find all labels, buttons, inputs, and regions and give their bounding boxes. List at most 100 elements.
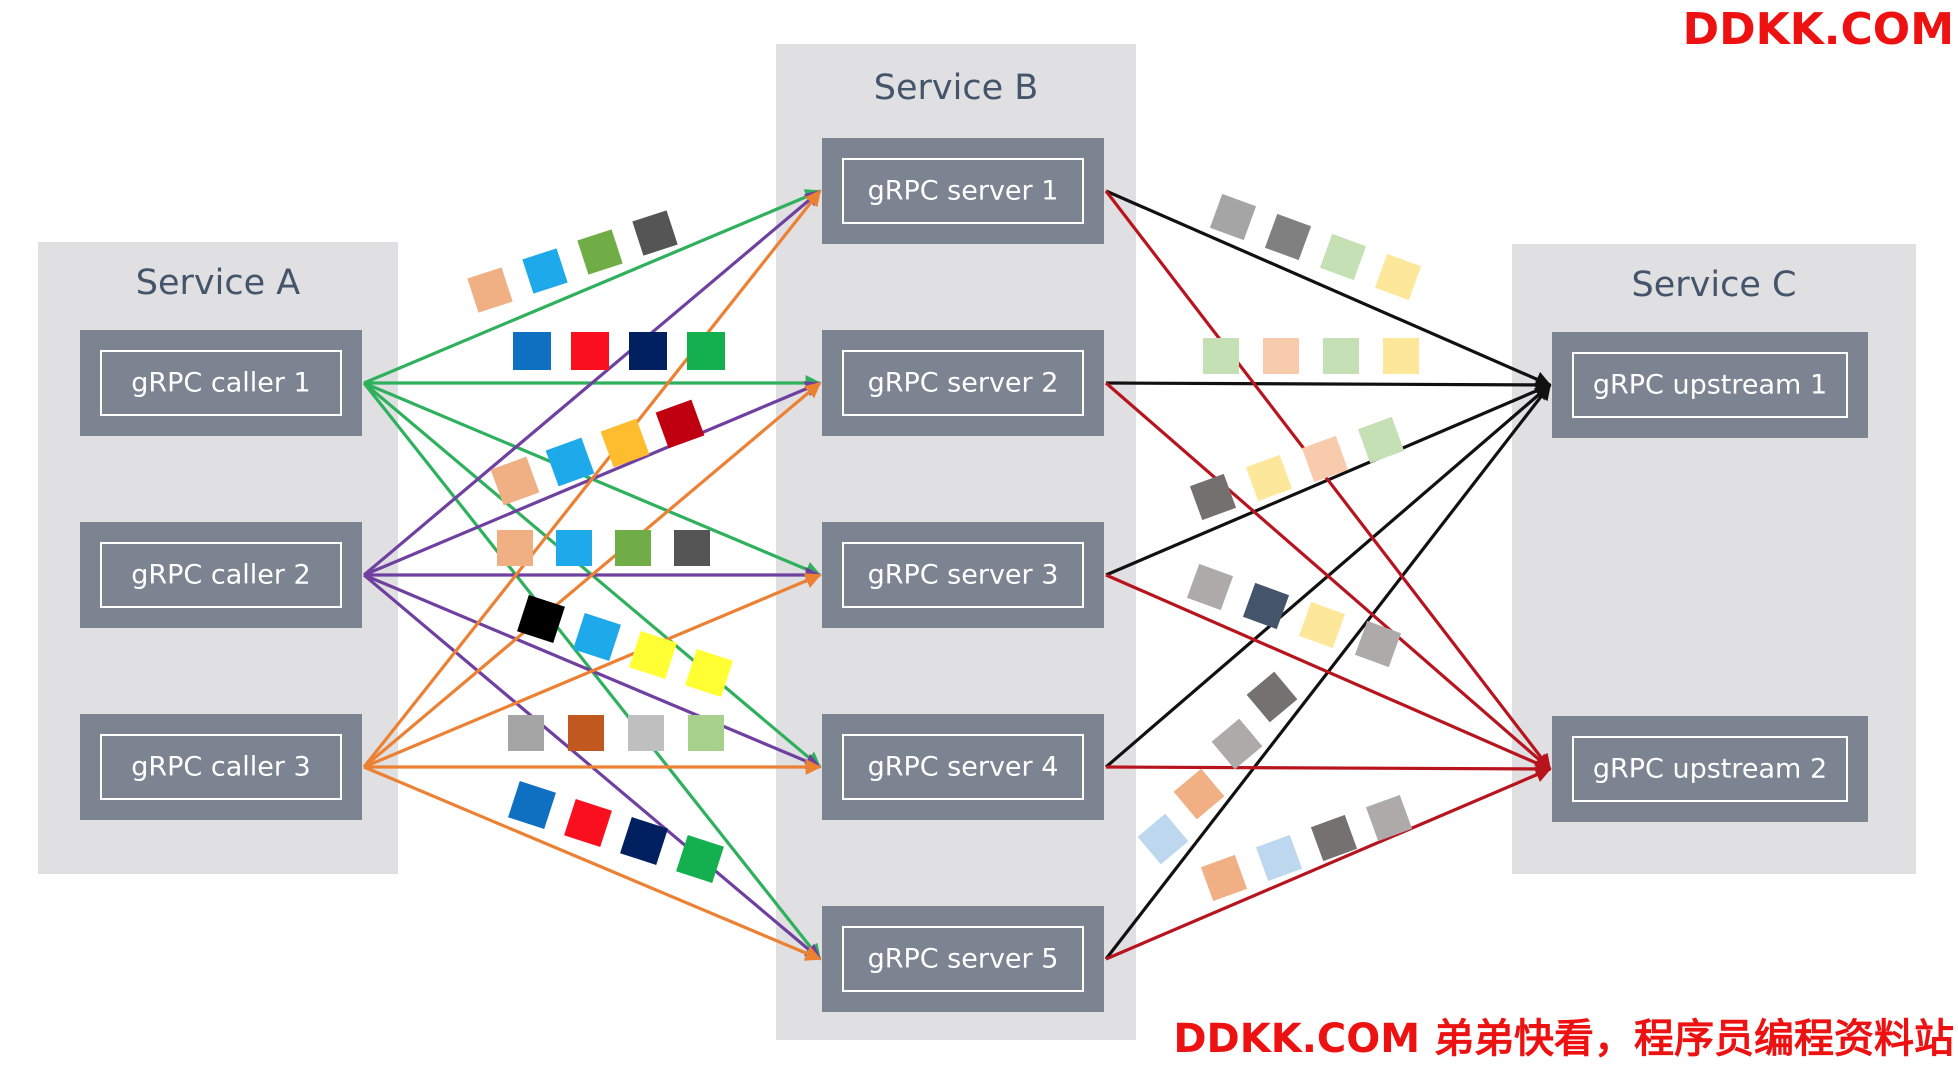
- node-server4: gRPC server 4: [822, 714, 1104, 820]
- watermark-bottom: DDKK.COM 弟弟快看，程序员编程资料站: [1173, 1016, 1954, 1062]
- packet-group: [1209, 193, 1422, 301]
- node-box: [822, 906, 1104, 1012]
- panel-title: Service B: [874, 68, 1039, 108]
- node-server2: gRPC server 2: [822, 330, 1104, 436]
- node-box: [1552, 716, 1868, 822]
- packet-group: [508, 781, 724, 883]
- edge-server4-upstream2: [1105, 760, 1552, 777]
- request-packet: [1209, 193, 1257, 241]
- packet-group: [1186, 563, 1402, 668]
- node-label: gRPC server 4: [868, 752, 1059, 783]
- request-packet: [1200, 854, 1248, 902]
- node-label: gRPC server 5: [868, 944, 1059, 975]
- request-packet: [1189, 473, 1237, 521]
- request-packet: [1310, 814, 1358, 862]
- request-packets: [467, 193, 1422, 902]
- node-label: gRPC caller 1: [131, 368, 310, 399]
- request-packet: [568, 715, 604, 751]
- node-server3: gRPC server 3: [822, 522, 1104, 628]
- request-packet: [508, 781, 556, 829]
- request-packet: [1383, 338, 1419, 374]
- request-packet: [1242, 582, 1290, 630]
- node-caller1: gRPC caller 1: [80, 330, 362, 436]
- connection-edges: [362, 189, 1552, 961]
- request-packet: [674, 530, 710, 566]
- request-packet: [1137, 813, 1189, 865]
- edge-server1-upstream1: [1105, 189, 1552, 387]
- edge-server2-upstream2: [1104, 381, 1552, 771]
- request-packet: [600, 418, 650, 468]
- request-packet: [517, 595, 565, 643]
- request-packet: [1319, 233, 1367, 281]
- packet-group: [1203, 338, 1419, 374]
- edge-caller3-server5: [363, 765, 822, 961]
- node-inner-border: [100, 350, 342, 416]
- request-packet: [577, 229, 623, 275]
- request-packet: [688, 715, 724, 751]
- packet-group: [517, 595, 733, 697]
- node-box: [822, 522, 1104, 628]
- node-label: gRPC caller 2: [131, 560, 310, 591]
- packet-group: [467, 210, 678, 313]
- node-box: [80, 330, 362, 436]
- node-label: gRPC server 2: [868, 368, 1059, 399]
- packet-group: [1200, 794, 1413, 902]
- edge-caller1-server1: [363, 189, 822, 385]
- request-packet: [1357, 416, 1405, 464]
- node-server5: gRPC server 5: [822, 906, 1104, 1012]
- node-box: [822, 714, 1104, 820]
- request-packet: [1211, 718, 1263, 770]
- request-packet: [1255, 834, 1303, 882]
- node-box: [822, 138, 1104, 244]
- panel-title: Service C: [1632, 265, 1797, 305]
- node-inner-border: [842, 926, 1084, 992]
- node-label: gRPC upstream 1: [1593, 370, 1827, 401]
- node-inner-border: [1572, 736, 1848, 802]
- request-packet: [571, 332, 609, 370]
- edge-server5-upstream2: [1105, 767, 1552, 961]
- packet-group: [1211, 671, 1298, 770]
- request-packet: [564, 799, 612, 847]
- request-packet: [1301, 435, 1349, 483]
- node-inner-border: [100, 542, 342, 608]
- request-packet: [467, 267, 513, 313]
- request-packet: [1298, 601, 1346, 649]
- request-packet: [1354, 620, 1402, 668]
- service-nodes: gRPC caller 1 gRPC caller 2 gRPC caller 3 g…: [80, 138, 1868, 1012]
- request-packet: [556, 530, 592, 566]
- node-upstream1: gRPC upstream 1: [1552, 332, 1868, 438]
- panel-title: Service A: [136, 263, 300, 303]
- request-packet: [676, 835, 724, 883]
- node-box: [822, 330, 1104, 436]
- request-packet: [1263, 338, 1299, 374]
- node-inner-border: [1572, 352, 1848, 418]
- request-packet: [615, 530, 651, 566]
- node-inner-border: [100, 734, 342, 800]
- packet-group: [1189, 416, 1405, 521]
- node-label: gRPC server 3: [868, 560, 1059, 591]
- node-label: gRPC caller 3: [131, 752, 310, 783]
- request-packet: [685, 649, 733, 697]
- request-packet: [513, 332, 551, 370]
- request-packet: [629, 332, 667, 370]
- packet-group: [497, 530, 710, 566]
- request-packet: [545, 437, 595, 487]
- node-caller3: gRPC caller 3: [80, 714, 362, 820]
- node-inner-border: [842, 734, 1084, 800]
- node-box: [80, 522, 362, 628]
- request-packet: [490, 456, 540, 506]
- node-label: gRPC upstream 2: [1593, 754, 1827, 785]
- packet-group: [508, 715, 724, 751]
- packet-group: [513, 332, 725, 370]
- node-upstream2: gRPC upstream 2: [1552, 716, 1868, 822]
- node-inner-border: [842, 542, 1084, 608]
- request-packet: [655, 399, 705, 449]
- edge-caller2-server1: [362, 189, 822, 577]
- request-packet: [1323, 338, 1359, 374]
- node-box: [80, 714, 362, 820]
- request-packet: [1264, 213, 1312, 261]
- node-inner-border: [842, 350, 1084, 416]
- edge-server2-upstream1: [1105, 376, 1552, 393]
- request-packet: [620, 817, 668, 865]
